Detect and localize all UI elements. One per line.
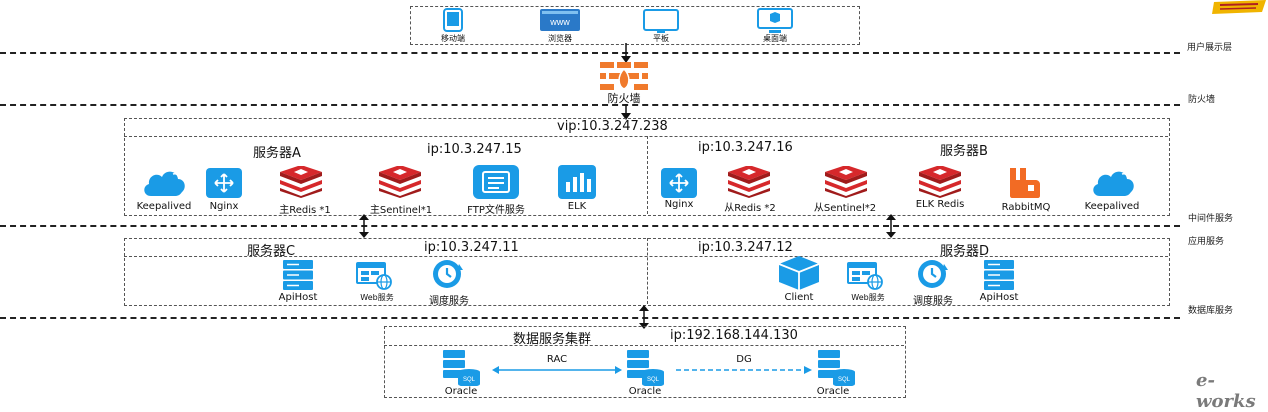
firewall-label: 防火墙 [607,92,641,105]
server-a-ip: ip:10.3.247.15 [427,142,522,157]
server-c-d-title-band [124,238,1168,257]
tier-label-app: 应用服务 [1188,237,1225,247]
sentinel-slave-icon [825,166,867,198]
arrow-client-to-firewall [621,43,631,63]
vip-address: vip:10.3.247.238 [557,119,668,134]
double-arrow-a-c [359,214,369,238]
server-a-item-nginx: Nginx [209,201,239,212]
dg-dashed-arrow [676,366,812,374]
scheduler-clock-icon [918,260,948,288]
db-cluster-title: 数据服务集群 [513,332,592,347]
elk-chart-icon [558,165,596,199]
db-cluster-box [384,326,906,398]
tablet-icon [643,9,679,33]
db-node-label-1: Oracle [444,386,478,397]
svg-text:www: www [549,17,570,27]
server-b-item-redis: 从Redis *2 [724,203,776,214]
tier-divider-app [0,317,1180,319]
client-label-desktop: 桌面端 [763,34,787,43]
server-c-title: 服务器C [247,244,296,259]
db-node-label-2: Oracle [628,386,662,397]
redis-master-icon [280,166,322,198]
server-b-item-keepalived: Keepalived [1084,201,1140,212]
client-box-icon [779,256,819,290]
nginx-icon [206,168,242,198]
apihost-server-icon [283,260,313,290]
server-a-item-elk: ELK [567,201,587,212]
keepalived-cloud-icon [1093,171,1134,196]
rac-double-arrow [492,366,622,374]
vip-group [124,118,1170,216]
arrow-firewall-to-vip [621,104,631,120]
client-label-tablet: 平板 [653,34,669,43]
nginx-icon [661,168,697,198]
server-b-item-nginx: Nginx [664,199,694,210]
server-c-ip: ip:10.3.247.11 [424,240,519,255]
server-b-item-elk-redis: ELK Redis [915,199,965,210]
web-service-icon [847,262,883,290]
tier-label-user-display: 用户展示层 [1187,43,1233,53]
keepalived-cloud-icon [144,171,185,196]
svg-text:SQL: SQL [647,377,660,383]
browser-icon: www [540,9,580,31]
oracle-database-icon: SQL [443,350,480,386]
server-c-item-web: Web服务 [360,293,394,302]
tier-label-database: 数据库服务 [1188,306,1234,316]
server-a-item-sentinel: 主Sentinel*1 [369,205,433,216]
apihost-server-icon [984,260,1014,290]
server-a-item-ftp: FTP文件服务 [467,205,525,216]
tier-divider-middleware [0,225,1180,227]
client-label-mobile: 移动端 [441,34,465,43]
svg-text:SQL: SQL [838,377,851,383]
mobile-icon [443,8,463,32]
firewall-icon [600,62,648,90]
double-arrow-b-d [886,214,896,238]
tier-label-firewall: 防火墙 [1188,95,1216,105]
ftp-service-icon [473,165,519,199]
server-d-item-scheduler: 调度服务 [913,296,953,307]
server-c-d-divider [124,238,648,304]
client-box [410,6,860,45]
server-c-item-scheduler: 调度服务 [429,296,469,307]
server-d-item-client: Client [784,292,814,303]
oracle-database-icon: SQL [627,350,664,386]
tier-divider-firewall [0,104,1180,106]
brand-logo-icon [1212,0,1266,14]
server-a-box [124,136,648,214]
server-d-item-web: Web服务 [851,293,885,302]
dg-label: DG [736,354,752,365]
db-node-label-3: Oracle [816,386,850,397]
scheduler-clock-icon [433,260,463,288]
db-cluster-title-band [384,326,904,346]
server-b-item-sentinel: 从Sentinel*2 [813,203,877,214]
server-c-item-apihost: ApiHost [278,292,318,303]
server-a-item-redis: 主Redis *1 [279,205,331,216]
rac-label: RAC [546,354,568,365]
server-d-ip: ip:10.3.247.12 [698,240,793,255]
elk-redis-icon [919,166,961,198]
client-label-browser: 浏览器 [548,34,572,43]
vip-title-band [124,118,1168,137]
rabbitmq-icon [1010,168,1040,198]
server-a-title: 服务器A [253,146,301,161]
server-b-ip: ip:10.3.247.16 [698,140,793,155]
server-d-item-apihost: ApiHost [979,292,1019,303]
watermark-logo: e-works [1196,370,1256,412]
server-a-item-keepalived: Keepalived [136,201,192,212]
redis-slave-icon [728,166,770,198]
server-b-item-rabbitmq: RabbitMQ [1001,202,1051,213]
db-cluster-ip: ip:192.168.144.130 [670,328,798,343]
server-b-title: 服务器B [940,144,988,159]
web-service-icon [356,262,392,290]
oracle-database-icon: SQL [818,350,855,386]
desktop-icon [757,8,793,33]
server-d-title: 服务器D [940,244,990,259]
sentinel-master-icon [379,166,421,198]
tier-divider-user [0,52,1180,54]
svg-text:SQL: SQL [463,377,476,383]
tier-label-middleware: 中间件服务 [1188,214,1234,224]
